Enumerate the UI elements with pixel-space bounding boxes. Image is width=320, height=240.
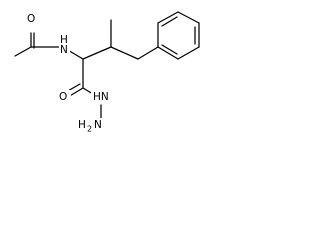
mask-terminal-nh2: [74, 118, 106, 132]
phenyl-bond-2: [157, 11, 179, 24]
atom-carbonyl-oxygen: O: [59, 91, 67, 103]
atom-hydrazide-nh: HN: [93, 91, 109, 103]
atom-label-layer: O H N O HN H 2 N: [24, 12, 114, 134]
phenyl-bond-6: [157, 46, 179, 60]
bond-ch2-phenyl: [137, 46, 159, 60]
atom-acetyl-oxygen: O: [27, 13, 35, 25]
mask-carbonyl-o: [56, 90, 71, 103]
atom-amide-h: H: [60, 34, 68, 46]
bond-alpha-beta: [82, 46, 112, 60]
chemical-structure-diagram: O H N O HN H 2 N: [14, 11, 200, 134]
atom-terminal-h: H: [78, 119, 86, 131]
phenyl-double-3: [161, 44, 178, 55]
phenyl-bond-5: [177, 46, 200, 60]
mask-acetyl-o: [24, 12, 40, 25]
atom-amide-n: N: [60, 44, 68, 56]
atom-terminal-n: N: [94, 119, 102, 131]
mask-hydrazide-nh: [91, 90, 114, 103]
phenyl-bond-3: [177, 11, 200, 24]
molecule-canvas: O H N O HN H 2 N: [0, 0, 213, 142]
bond-beta-ch2: [110, 46, 139, 60]
phenyl-double-1: [161, 16, 178, 27]
bond-acetyl-methyl: [14, 46, 32, 57]
atom-terminal-subscript: 2: [87, 125, 92, 134]
mask-amide-n: [59, 38, 70, 60]
